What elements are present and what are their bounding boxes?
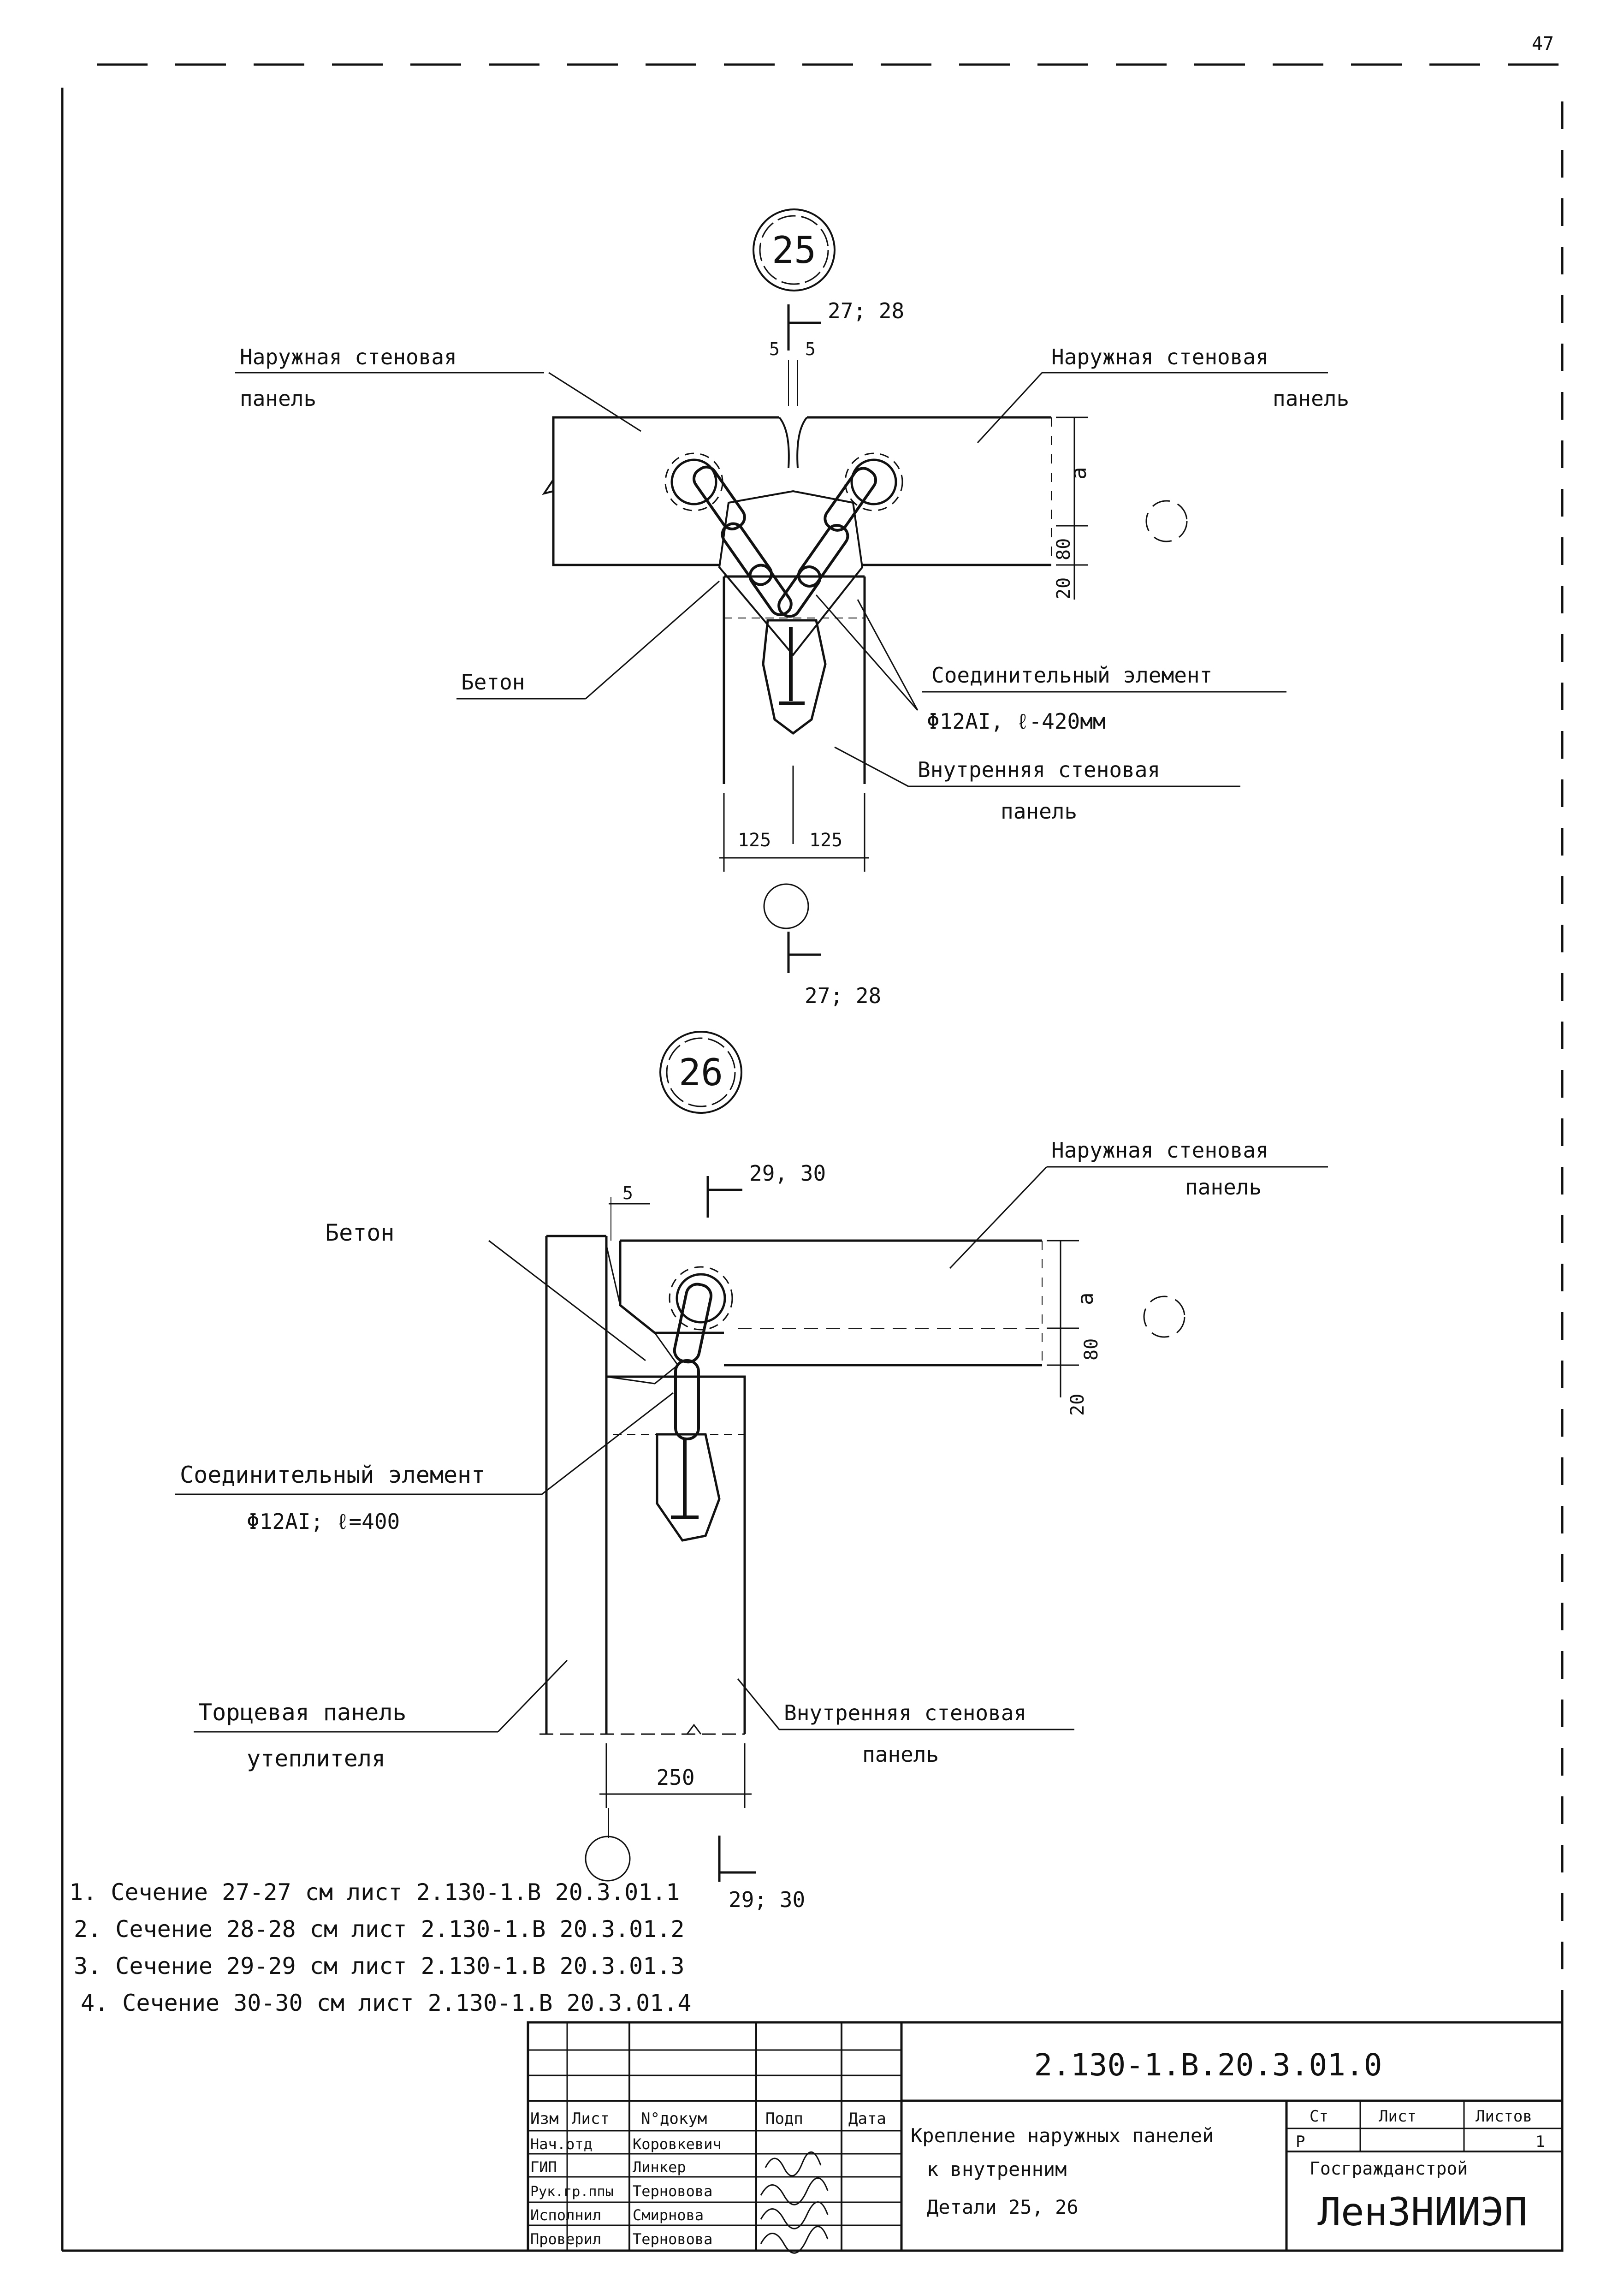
title-block-sheets-value: 1 <box>1535 2133 1545 2151</box>
detail-25-label-outer-right-2: панель <box>1273 386 1349 411</box>
note-2: 2. Сечение 28-28 см лист 2.130-1.В 20.3.… <box>74 1916 685 1943</box>
detail-25-dim-125-right: 125 <box>809 830 842 851</box>
title-block-name-5: Терновова <box>633 2230 712 2248</box>
title-block-hdr-podp: Подп <box>765 2110 803 2128</box>
detail-25-label-connector-2: Φ12AI, ℓ-420мм <box>927 709 1106 734</box>
detail-26-dim-a: a <box>1073 1292 1098 1305</box>
title-block-hdr-list: Лист <box>572 2110 610 2128</box>
title-block-name-4: Смирнова <box>633 2206 704 2224</box>
detail-26-section-bottom: 29; 30 <box>729 1887 805 1912</box>
title-block-hdr-date: Дата <box>848 2110 886 2128</box>
detail-26-label-inner-2: панель <box>862 1742 939 1767</box>
detail-26-label-outer-2: панель <box>1185 1175 1262 1200</box>
detail-25-dim-a: a <box>1066 467 1091 480</box>
detail-25-label-outer-left-1: Наружная стеновая <box>240 345 457 369</box>
title-block-name-2: Линкер <box>633 2158 686 2176</box>
title-block-org-2: ЛенЗНИИЭП <box>1317 2189 1527 2235</box>
detail-25-connector-chain-left <box>664 452 793 616</box>
detail-26-marker <box>659 1031 742 1114</box>
detail-26: 26 29, 30 5 Наружна <box>175 1031 1328 1912</box>
title-block-hdr-izm: Изм <box>530 2110 558 2128</box>
title-block-sheet-header: Лист <box>1379 2107 1417 2126</box>
detail-25-label-concrete: Бетон <box>461 670 525 695</box>
detail-26-anchor <box>656 1433 721 1542</box>
detail-25-marker <box>753 208 836 291</box>
title-block-title-3: Детали 25, 26 <box>927 2196 1079 2218</box>
title-block-role-1: Нач.отд <box>530 2135 593 2153</box>
title-block-org-1: Госгражданстрой <box>1310 2158 1468 2179</box>
page-number: 47 <box>1532 33 1554 54</box>
detail-26-concrete-fill <box>605 1245 679 1385</box>
detail-25-dim-80: 80 <box>1053 538 1074 560</box>
detail-25-label-inner-1: Внутренняя стеновая <box>918 757 1160 782</box>
notes: 1. Сечение 27-27 см лист 2.130-1.В 20.3.… <box>69 1879 692 2016</box>
title-block-sheets-header: Листов <box>1476 2107 1532 2126</box>
title-block-role-5: Проверил <box>530 2230 601 2248</box>
detail-25-section-bottom: 27; 28 <box>805 983 881 1008</box>
detail-26-label-connector-2: Φ12AI; ℓ=400 <box>247 1509 400 1534</box>
detail-25-inner-panel <box>723 575 866 784</box>
detail-26-dim-gap: 5 <box>622 1183 633 1203</box>
note-1: 1. Сечение 27-27 см лист 2.130-1.В 20.3.… <box>69 1879 680 1906</box>
detail-25-axis-marker-right <box>1145 500 1188 542</box>
detail-25-label-outer-right-1: Наружная стеновая <box>1051 345 1268 369</box>
detail-25-label-inner-2: панель <box>1001 799 1077 824</box>
title-block-stage-header: Ст <box>1310 2107 1328 2126</box>
detail-26-dim-250: 250 <box>656 1765 694 1790</box>
detail-25-axis-marker-bottom <box>763 883 809 929</box>
detail-25-connector-chain-right <box>777 452 903 618</box>
detail-26-end-panel <box>545 1235 608 1734</box>
detail-25-concrete-fill <box>718 490 864 657</box>
detail-25: 25 27; 28 5 5 <box>235 208 1349 1008</box>
detail-25-dim-20: 20 <box>1053 577 1074 600</box>
title-block-signatures <box>760 2151 829 2254</box>
title-block-doc-code: 2.130-1.В.20.3.01.0 <box>1034 2047 1382 2083</box>
title-block-role-4: Исполнил <box>530 2206 601 2224</box>
detail-25-label-outer-left-2: панель <box>240 386 316 411</box>
detail-26-inner-panel <box>606 1375 746 1734</box>
detail-26-section-top: 29, 30 <box>749 1161 826 1186</box>
title-block-title-1: Крепление наружных панелей <box>911 2124 1214 2147</box>
title-block-name-3: Терновова <box>633 2182 712 2200</box>
title-block-name-1: Коровкевич <box>633 2135 722 2153</box>
detail-26-number: 26 <box>679 1051 723 1094</box>
detail-25-dim-gap-right: 5 <box>805 339 816 359</box>
detail-26-label-inner-1: Внутренняя стеновая <box>784 1700 1026 1725</box>
note-3: 3. Сечение 29-29 см лист 2.130-1.В 20.3.… <box>74 1953 685 1979</box>
title-block-role-2: ГИП <box>530 2158 557 2176</box>
detail-26-label-end-panel-2: утеплителя <box>247 1745 385 1772</box>
detail-26-label-outer-1: Наружная стеновая <box>1051 1138 1268 1163</box>
detail-26-label-connector-1: Соединительный элемент <box>180 1462 485 1488</box>
detail-26-label-end-panel-1: Торцевая панель <box>198 1699 407 1726</box>
title-block: Изм Лист N°докум Подп Дата Нач.отд ГИП Р… <box>527 2021 1564 2254</box>
detail-26-axis-marker-bottom <box>585 1836 631 1882</box>
detail-26-dim-20: 20 <box>1067 1394 1088 1416</box>
detail-26-dim-80: 80 <box>1081 1338 1102 1361</box>
title-block-title-2: к внутренним <box>927 2158 1067 2181</box>
detail-25-anchor <box>762 619 827 735</box>
detail-26-axis-marker-right <box>1143 1296 1185 1338</box>
note-4: 4. Сечение 30-30 см лист 2.130-1.В 20.3.… <box>81 1990 692 2016</box>
detail-25-dim-125-left: 125 <box>738 830 771 851</box>
detail-26-label-concrete: Бетон <box>325 1219 395 1246</box>
detail-25-dim-gap-left: 5 <box>769 339 780 359</box>
title-block-hdr-doc: N°докум <box>641 2110 707 2128</box>
detail-26-connector-chain <box>669 1266 733 1440</box>
title-block-role-3: Рук.гр.ппы <box>530 2184 614 2200</box>
detail-25-label-connector-1: Соединительный элемент <box>931 663 1212 688</box>
detail-25-outer-panel-right <box>807 416 1051 566</box>
title-block-stage-value: Р <box>1296 2133 1305 2151</box>
detail-25-section-top: 27; 28 <box>828 298 904 323</box>
detail-25-number: 25 <box>772 229 816 272</box>
